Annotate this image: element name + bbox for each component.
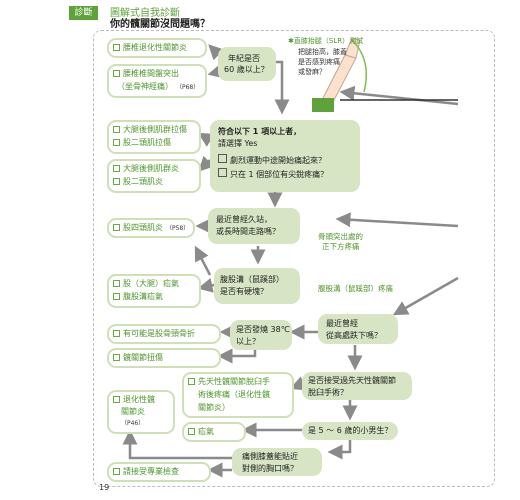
- result-label: 股二頭肌拉傷: [123, 138, 171, 147]
- result-label: 髖關節扭傷: [123, 353, 163, 362]
- slr-line1: 把腿抬高，膝蓋: [298, 48, 347, 56]
- question-boy: 是 5 ～ 6 歲的小男生？: [302, 422, 398, 440]
- question-text: 以上？: [236, 337, 260, 346]
- result-hamstring-inflammation: 大腿後側肌群炎 股二頭肌炎: [107, 159, 201, 193]
- check-square-icon: [113, 330, 120, 337]
- result-label: 股四頭肌炎: [123, 223, 163, 232]
- page-ref: （P68）: [176, 84, 200, 91]
- slr-leg-illustration: [312, 37, 458, 112]
- diagnosis-tag: 診斷: [69, 6, 98, 20]
- result-label: 請接受專業檢查: [123, 467, 179, 476]
- check-square-icon: [188, 428, 195, 435]
- check-square-icon: [113, 178, 120, 185]
- check-square-icon: [113, 165, 120, 172]
- result-label: 股二頭肌炎: [123, 177, 163, 186]
- result-hip-sprain: 髖關節扭傷: [107, 348, 221, 368]
- note-groin-pain: 腹股溝（鼠蹊部）疼痛: [318, 284, 393, 293]
- check-square-icon: [113, 396, 120, 403]
- check-square-icon: [188, 378, 195, 385]
- page-ref: （P58）: [166, 225, 190, 232]
- checkbox-label: 只在 1 個部位有尖銳疼痛？: [230, 170, 329, 179]
- question-text: 對側的胸口嗎？: [242, 464, 298, 473]
- question-text: 符合以下 1 項以上者，: [218, 127, 302, 136]
- result-hip-oa: 退化性髖 關節炎 （P46）: [107, 390, 175, 434]
- slr-test-title: ✱直膝抬腿（SLR）測試: [288, 36, 363, 46]
- question-text: 或長時間走路嗎？: [216, 227, 280, 236]
- check-square-icon: [113, 126, 120, 133]
- check-square-icon: [113, 70, 120, 77]
- result-label: 腹股溝疝氣: [123, 292, 163, 301]
- result-label: （坐骨神經痛）: [117, 82, 173, 91]
- page-number: 19: [99, 483, 110, 492]
- check-square-icon: [113, 468, 120, 475]
- result-post-surgery-pain: 先天性髖關節脫臼手 術後疼痛（退化性髖 關節炎）: [182, 372, 294, 418]
- question-text: 是 5 ～ 6 歲的小男生？: [308, 426, 393, 435]
- question-text: 最近曾經: [326, 319, 358, 328]
- note-bone-below-b: 正下方疼痛: [322, 242, 360, 251]
- checkbox-label: 劇烈運動中途開始痛起來？: [230, 156, 326, 165]
- question-text: 60 歲以上？: [224, 65, 269, 74]
- slr-line2: 是否感到疼痛: [298, 58, 340, 66]
- result-hernia: 疝氣: [182, 422, 246, 442]
- result-hamstring-strain: 大腿後側肌群拉傷 股二頭肌拉傷: [107, 120, 201, 154]
- note-bone-below-a: 骨頭突出處的: [318, 232, 363, 241]
- question-text: 從高處跌下嗎？: [326, 331, 382, 340]
- star-icon: ✱: [288, 37, 294, 45]
- result-label: 術後疼痛（退化性髖: [198, 390, 270, 399]
- result-label: 有可能是股骨頸骨折: [123, 329, 195, 338]
- checkbox-row: 劇烈運動中途開始痛起來？: [218, 154, 326, 166]
- result-disc-herniation: 腰椎椎間盤突出 （坐骨神經痛）（P68）: [107, 64, 207, 98]
- question-text: 年紀是否: [228, 54, 260, 63]
- question-lump: 腹股溝（鼠蹊部） 是否有硬塊？: [214, 268, 300, 304]
- page-title: 你的髖關節沒問題嗎？: [110, 19, 210, 30]
- question-text: 是否接受過先天性髖關節: [308, 376, 396, 385]
- result-label: 腰椎退化性關節炎: [123, 43, 187, 52]
- question-age: 年紀是否 60 歲以上？: [218, 47, 276, 81]
- question-text: 是否發燒 38℃: [236, 325, 290, 334]
- check-square-icon: [113, 354, 120, 361]
- result-hernia-thigh: 股（大腿）疝氣 腹股溝疝氣: [107, 274, 201, 308]
- result-see-professional: 請接受專業檢查: [107, 462, 211, 482]
- question-text: 痛側膝蓋能貼近: [242, 452, 298, 461]
- question-fever: 是否發燒 38℃ 以上？: [230, 320, 292, 350]
- page-ref: （P46）: [121, 420, 145, 427]
- slr-line3: 或發麻？: [298, 68, 326, 76]
- result-label: 大腿後側肌群拉傷: [123, 125, 187, 134]
- question-knee: 痛側膝蓋能貼近 對側的胸口嗎？: [232, 448, 322, 476]
- result-label: 關節炎: [121, 407, 145, 416]
- check-square-icon: [113, 280, 120, 287]
- question-surgery: 是否接受過先天性髖關節 脫臼手術？: [302, 372, 412, 400]
- check-square-icon: [113, 224, 120, 231]
- checkbox-row: 只在 1 個部位有尖銳疼痛？: [218, 168, 328, 180]
- check-square-icon: [113, 44, 120, 51]
- slr-title-text: 直膝抬腿（SLR）測試: [293, 37, 364, 45]
- question-standing: 最近曾經久站， 或長時間走路嗎？: [208, 208, 300, 244]
- result-label: 疝氣: [198, 427, 214, 436]
- question-text: 最近曾經久站，: [216, 215, 272, 224]
- question-text: 請選擇 Yes: [218, 139, 258, 148]
- flowchart-frame: [93, 30, 495, 487]
- check-square-icon: [113, 139, 120, 146]
- result-quadriceps: 股四頭肌炎（P58）: [107, 218, 195, 238]
- result-label: 大腿後側肌群炎: [123, 164, 179, 173]
- result-label: 腰椎椎間盤突出: [123, 69, 179, 78]
- question-criteria: 符合以下 1 項以上者， 請選擇 Yes 劇烈運動中途開始痛起來？ 只在 1 個…: [210, 120, 360, 192]
- result-femoral-neck-fracture: 有可能是股骨頸骨折: [107, 324, 221, 344]
- result-lumbar-oa: 腰椎退化性關節炎: [107, 38, 207, 58]
- question-text: 腹股溝（鼠蹊部）: [220, 275, 284, 284]
- question-text: 是否有硬塊？: [220, 287, 268, 296]
- result-label: 關節炎）: [198, 403, 230, 412]
- result-label: 退化性髖: [123, 395, 155, 404]
- question-fall: 最近曾經 從高處跌下嗎？: [318, 314, 398, 344]
- section-title: 圖解式自我診斷: [110, 8, 180, 19]
- question-text: 脫臼手術？: [308, 388, 348, 397]
- result-label: 股（大腿）疝氣: [123, 279, 179, 288]
- result-label: 先天性髖關節脫臼手: [198, 377, 270, 386]
- check-square-icon: [113, 293, 120, 300]
